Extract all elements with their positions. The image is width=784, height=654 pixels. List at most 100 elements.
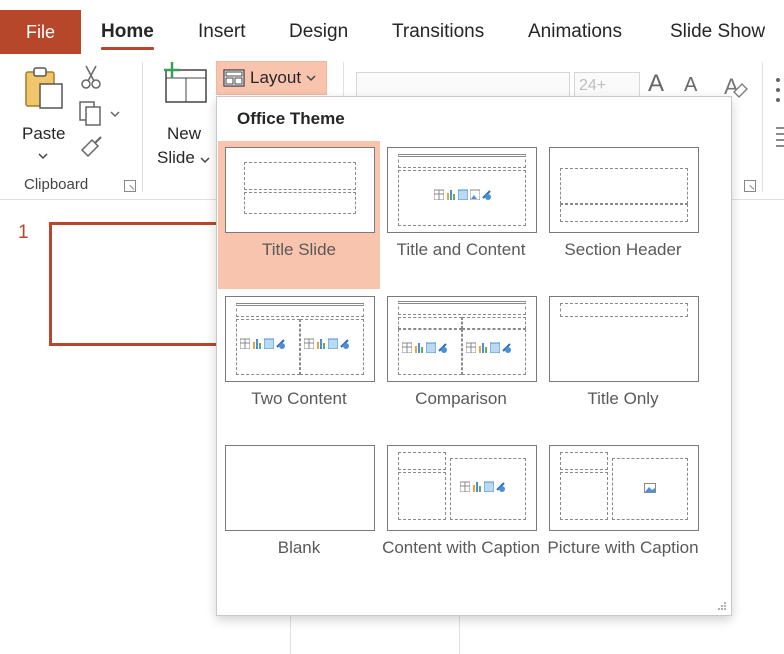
layout-thumbnail (387, 445, 537, 531)
tab-home[interactable]: Home (101, 10, 154, 54)
chevron-down-icon (306, 75, 316, 82)
layout-thumbnail (225, 296, 375, 382)
tab-insert[interactable]: Insert (198, 21, 246, 42)
font-size-value: 24+ (579, 77, 607, 94)
paste-button[interactable]: Paste (16, 62, 72, 162)
layout-content-with-caption[interactable]: Content with Caption (380, 439, 542, 587)
layout-label: Comparison (415, 389, 507, 408)
content-icons (434, 188, 492, 200)
video-icon (482, 190, 491, 200)
table-icon (434, 189, 444, 200)
new-slide-label-2: Slide (157, 148, 195, 167)
layout-gallery: Office Theme Title Slide Title and Conte… (216, 96, 732, 616)
title-placeholder (560, 303, 688, 317)
paste-label: Paste (22, 124, 66, 143)
gallery-section-title: Office Theme (237, 109, 345, 128)
layout-title-only[interactable]: Title Only (542, 290, 704, 438)
content-icons (460, 480, 506, 492)
chevron-down-icon (200, 157, 210, 164)
chevron-down-icon[interactable] (110, 110, 120, 118)
title-placeholder (398, 154, 526, 168)
tab-file[interactable]: File (0, 10, 81, 54)
slide-thumbnail[interactable] (49, 222, 239, 346)
content-placeholder-right (300, 319, 364, 375)
tab-design[interactable]: Design (289, 21, 349, 42)
layout-label: Title Only (587, 389, 659, 408)
content-icons (402, 341, 448, 353)
clear-formatting-icon[interactable]: A (722, 72, 748, 100)
font-size-box[interactable]: 24+ (574, 72, 640, 100)
subtitle-placeholder (244, 192, 356, 214)
shrink-font-button[interactable]: A (684, 74, 698, 96)
layout-label: Two Content (251, 389, 347, 408)
paste-icon (25, 67, 63, 109)
chart-icon (447, 190, 455, 200)
layout-comparison[interactable]: Comparison (380, 290, 542, 438)
layout-label: Blank (277, 538, 321, 557)
layout-thumbnail (225, 445, 375, 531)
title-placeholder (244, 162, 356, 190)
heading-placeholder-right (462, 317, 526, 329)
content-placeholder-right (462, 329, 526, 375)
layout-thumbnail (549, 445, 699, 531)
content-icons (304, 337, 350, 349)
divider-line (290, 600, 291, 654)
new-slide-icon (164, 62, 207, 103)
chevron-down-icon (38, 153, 48, 160)
layout-thumbnail (387, 296, 537, 382)
picture-icon (470, 189, 480, 200)
content-icons (240, 337, 286, 349)
layout-thumbnail (549, 147, 699, 233)
content-placeholder-left (398, 329, 462, 375)
divider-line (459, 600, 460, 654)
content-icons (466, 341, 512, 353)
smartart-icon (458, 189, 468, 200)
align-icon[interactable] (776, 126, 784, 150)
tab-transitions[interactable]: Transitions (392, 21, 485, 42)
picture-placeholder (612, 458, 688, 520)
layout-label: Section Header (564, 240, 682, 259)
title-placeholder (560, 452, 608, 470)
ribbon-tabs: File Home Insert Design Transitions Anim… (0, 0, 784, 56)
layout-thumbnail (225, 147, 375, 233)
layout-title-and-content[interactable]: Title and Content (380, 141, 542, 289)
slide-number: 1 (18, 222, 29, 243)
layout-section-header[interactable]: Section Header (542, 141, 704, 289)
title-placeholder (398, 301, 526, 315)
layout-thumbnail (549, 296, 699, 382)
new-slide-label-1: New (167, 124, 202, 143)
layout-title-slide[interactable]: Title Slide (218, 141, 380, 289)
clipboard-group-label: Clipboard (24, 176, 89, 193)
text-placeholder (560, 204, 688, 222)
new-slide-button[interactable]: New Slide (152, 60, 214, 172)
clipboard-launcher-icon[interactable] (124, 180, 136, 192)
bullets-icon[interactable] (774, 76, 784, 106)
layout-blank[interactable]: Blank (218, 439, 380, 587)
layout-two-content[interactable]: Two Content (218, 290, 380, 438)
content-placeholder (398, 170, 526, 226)
group-divider (142, 62, 143, 192)
resize-grip-icon[interactable] (717, 601, 727, 611)
heading-placeholder-left (398, 317, 462, 329)
copy-icon[interactable] (78, 100, 104, 126)
tab-animations[interactable]: Animations (528, 21, 622, 42)
title-placeholder (560, 168, 688, 204)
cut-icon[interactable] (80, 64, 102, 90)
layout-icon (223, 69, 245, 87)
grow-font-button[interactable]: A (648, 70, 665, 97)
picture-icon (644, 483, 656, 493)
layout-button[interactable]: Layout (216, 61, 327, 95)
layout-label: Picture with Caption (547, 538, 699, 557)
layout-picture-with-caption[interactable]: Picture with Caption (542, 439, 704, 587)
title-placeholder (236, 303, 364, 317)
text-placeholder (398, 472, 446, 520)
content-placeholder-left (236, 319, 300, 375)
layout-label: Layout (250, 68, 302, 87)
font-launcher-icon[interactable] (744, 180, 756, 192)
format-painter-icon[interactable] (78, 134, 104, 160)
layout-thumbnail (387, 147, 537, 233)
tab-slide-show[interactable]: Slide Show (670, 21, 766, 42)
content-placeholder (450, 458, 526, 520)
title-placeholder (398, 452, 446, 470)
layout-label: Title Slide (261, 240, 336, 259)
